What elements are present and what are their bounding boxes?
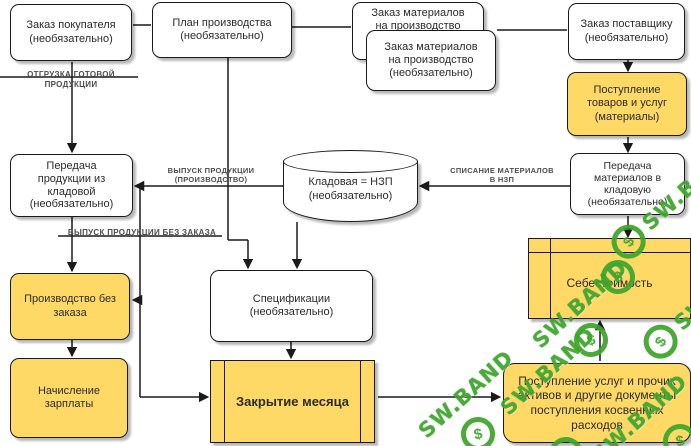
cost-price-left-line xyxy=(550,239,551,318)
edge-label-shipping: ОТГРУЗКА ГОТОВОЙ ПРОДУКЦИИ xyxy=(27,70,115,89)
month-closing-right-bar xyxy=(360,361,361,442)
node-storeroom-label: Кладовая = НЗП (необязательно) xyxy=(308,176,393,202)
node-product-transfer: Передача продукции из кладовой (необязат… xyxy=(10,154,133,217)
node-goods-receipt: Поступление товаров и услуг (материалы) xyxy=(567,72,687,136)
edge-label-writeoff: СПИСАНИЕ МАТЕРИАЛОВ В НЗП xyxy=(450,166,554,185)
node-services-receipt: Поступление услуг и прочих активов и дру… xyxy=(503,363,691,443)
node-month-closing: Закрытие месяца xyxy=(210,360,375,443)
node-production-plan: План производства (необязательно) xyxy=(152,2,292,58)
node-product-transfer-label: Передача продукции из кладовой (необязат… xyxy=(29,160,114,211)
node-specifications: Спецификации (необязательно) xyxy=(210,270,373,342)
node-production-plan-label: План производства (необязательно) xyxy=(172,16,272,42)
node-customer-order-label: Заказ покупателя (необязательно) xyxy=(26,19,116,45)
node-production-without-order-label: Производство без заказа xyxy=(24,293,116,319)
node-payroll-label: Начисление зарплаты xyxy=(37,384,101,410)
node-material-order-front-label: Заказ материалов на производство (необяз… xyxy=(384,40,478,80)
node-cost-price: Себестоимость xyxy=(528,238,691,319)
node-material-transfer-label: Передача материалов в кладовую (необязат… xyxy=(587,159,668,209)
edge-label-output: ВЫПУСК ПРОДУКЦИИ (ПРОИЗВОДСТВО) xyxy=(167,166,255,185)
node-customer-order: Заказ покупателя (необязательно) xyxy=(10,4,132,61)
node-cost-price-label: Себестоимость xyxy=(566,276,653,291)
node-supplier-order: Заказ поставщику (необязательно) xyxy=(568,3,685,60)
node-goods-receipt-label: Поступление товаров и услуг (материалы) xyxy=(586,84,667,123)
node-supplier-order-label: Заказ поставщику (необязательно) xyxy=(580,18,673,44)
node-material-order-front: Заказ материалов на производство (необяз… xyxy=(366,30,496,91)
node-payroll: Начисление зарплаты xyxy=(10,358,128,438)
node-production-without-order: Производство без заказа xyxy=(10,273,130,340)
node-services-receipt-label: Поступление услуг и прочих активов и дру… xyxy=(517,373,677,432)
month-closing-left-bar xyxy=(224,361,225,442)
node-material-transfer: Передача материалов в кладовую (необязат… xyxy=(570,153,685,215)
edge-label-no-order-output: ВЫПУСК ПРОДУКЦИИ БЕЗ ЗАКАЗА xyxy=(67,228,217,237)
node-storeroom-cylinder: Кладовая = НЗП (необязательно) xyxy=(283,150,418,222)
cost-price-top-line xyxy=(529,252,690,253)
node-specifications-label: Спецификации (необязательно) xyxy=(249,292,334,318)
node-month-closing-label: Закрытие месяца xyxy=(236,393,349,409)
cylinder-top xyxy=(283,150,418,173)
